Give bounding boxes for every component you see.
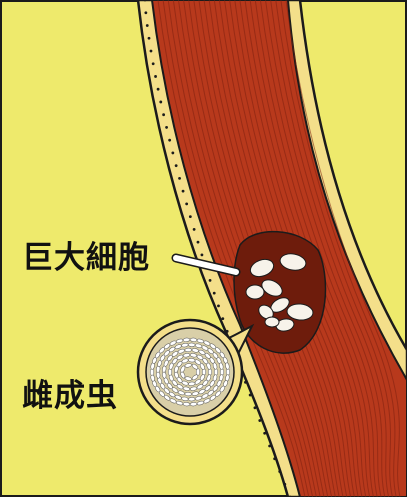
sheath-nucleus (244, 381, 247, 384)
sheath-nucleus (254, 406, 257, 409)
sheath-nucleus (171, 152, 174, 155)
sheath-nucleus (197, 241, 200, 244)
larva-segment (188, 397, 195, 401)
female-adult-label: 雌成虫 (22, 370, 118, 415)
sheath-nucleus (165, 126, 168, 129)
sheath-nucleus (182, 190, 185, 193)
giant-cell-label: 巨大細胞 (22, 232, 150, 277)
sheath-nucleus (144, 11, 147, 14)
larva-segment (190, 338, 197, 342)
sheath-nucleus (278, 470, 281, 473)
sheath-nucleus (178, 177, 181, 180)
sheath-nucleus (249, 394, 252, 397)
sheath-nucleus (159, 101, 162, 104)
sheath-nucleus (221, 317, 224, 320)
sheath-nucleus (152, 62, 155, 65)
sheath-nucleus (146, 24, 149, 27)
sheath-nucleus (209, 279, 212, 282)
sheath-nucleus (201, 253, 204, 256)
sheath-nucleus (185, 202, 188, 205)
larva-segment (196, 369, 200, 376)
larva-segment (214, 369, 218, 376)
sheath-nucleus (154, 75, 157, 78)
sheath-nucleus (150, 50, 153, 53)
giant-cell (265, 317, 279, 327)
sheath-nucleus (162, 113, 165, 116)
sheath-nucleus (258, 419, 261, 422)
sheath-nucleus (189, 215, 192, 218)
larva-segment (183, 402, 190, 406)
sheath-nucleus (175, 164, 178, 167)
sheath-nucleus (268, 445, 271, 448)
sheath-nucleus (263, 432, 266, 435)
larva-segment (185, 392, 192, 396)
sheath-nucleus (168, 139, 171, 142)
larva-segment (188, 343, 195, 347)
sheath-nucleus (283, 483, 286, 486)
sheath-nucleus (226, 330, 229, 333)
sheath-nucleus (193, 228, 196, 231)
sheath-nucleus (148, 37, 151, 40)
giant-cell (246, 285, 264, 299)
larva-segment (183, 338, 190, 342)
larva-segment (185, 348, 192, 352)
sheath-nucleus (213, 292, 216, 295)
sheath-nucleus (273, 457, 276, 460)
larva-segment (190, 402, 197, 406)
sheath-nucleus (157, 88, 160, 91)
sheath-nucleus (217, 304, 220, 307)
